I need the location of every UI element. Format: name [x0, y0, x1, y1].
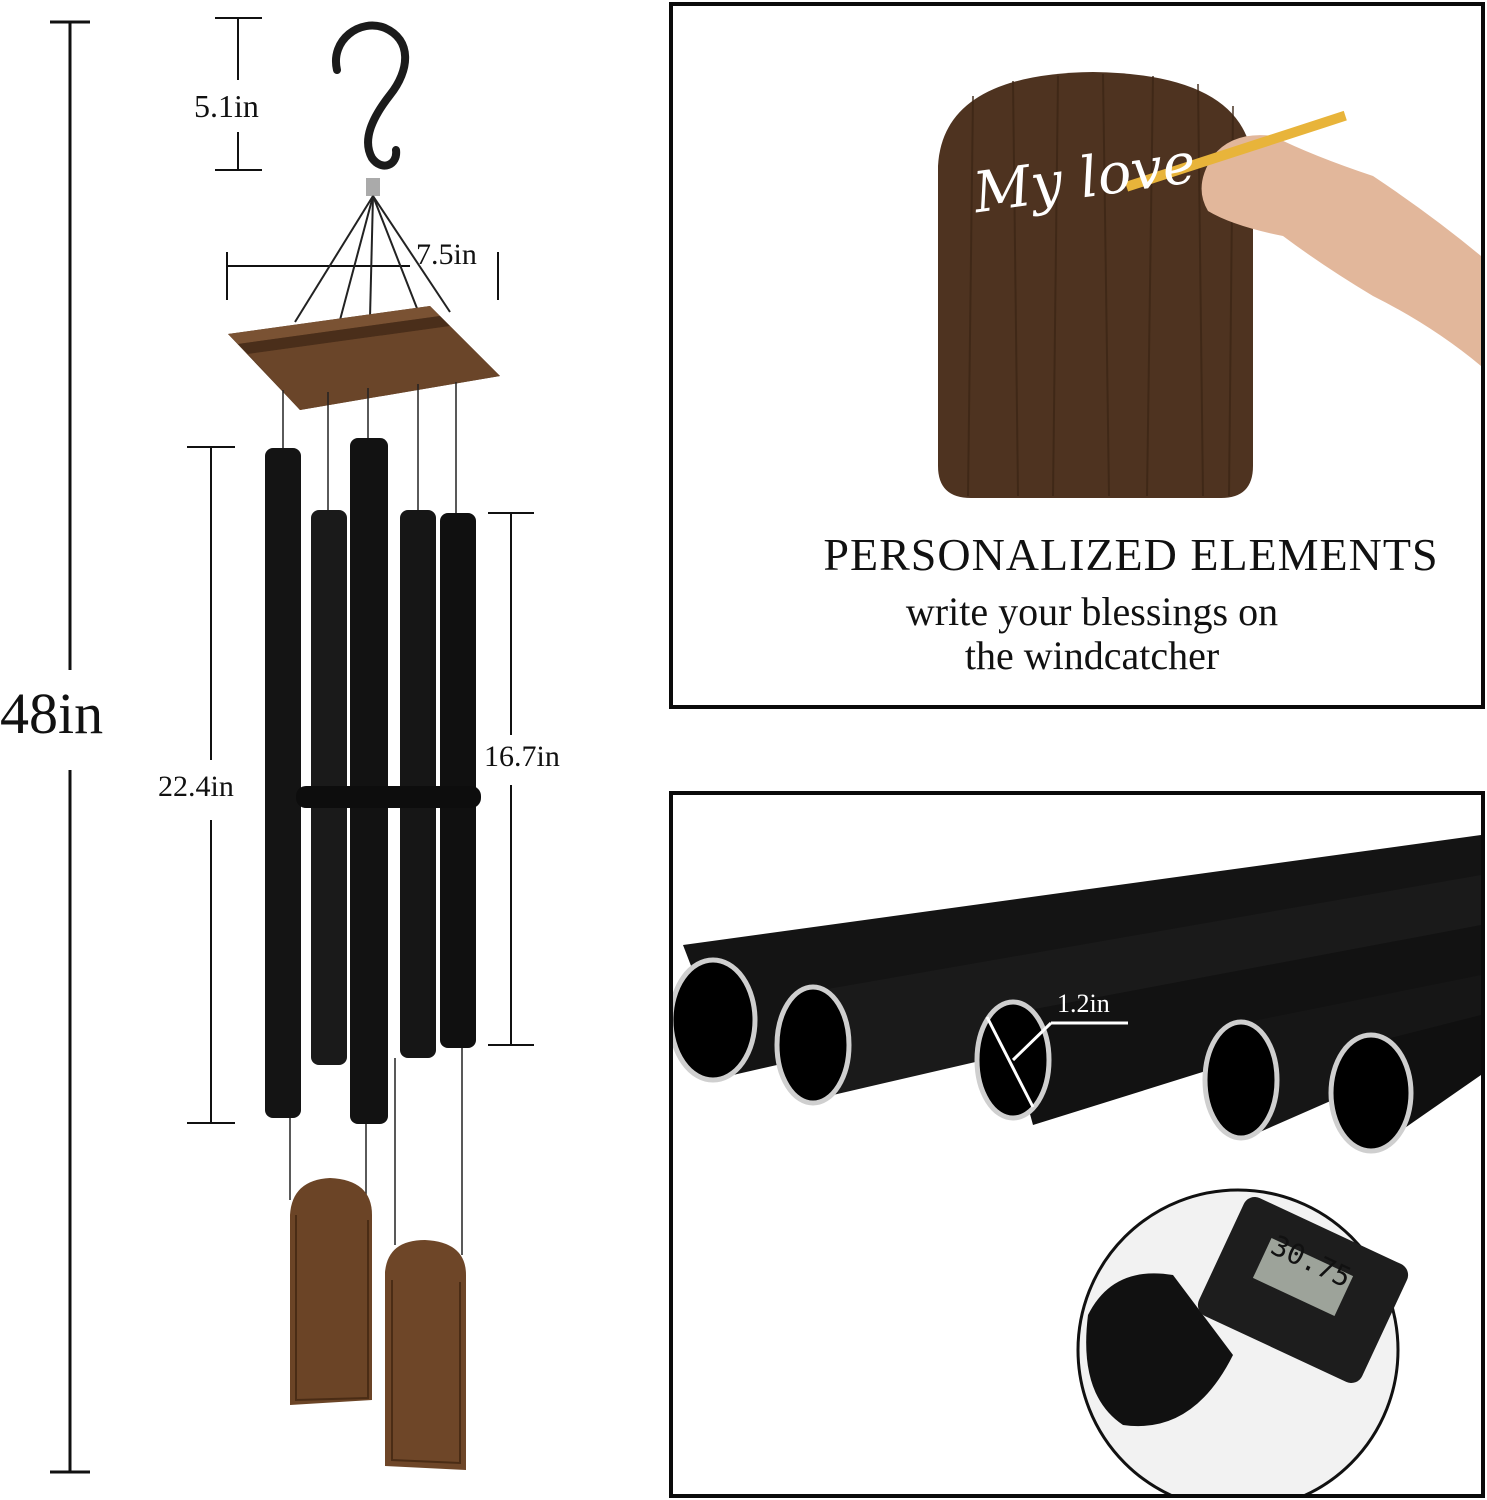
hanging-strings — [294, 195, 451, 323]
wind-sail-2 — [385, 1240, 466, 1470]
short-tube-dimension — [488, 512, 534, 1046]
hook-height-label: 5.1in — [194, 88, 259, 124]
tube-5 — [440, 513, 476, 1048]
tube-4 — [400, 510, 436, 1058]
tube-opening-5 — [1328, 1032, 1414, 1154]
wind-chime-illustration — [50, 17, 534, 1474]
wood-sail-photo — [938, 72, 1481, 498]
tube-opening-1 — [673, 957, 758, 1083]
wooden-top — [228, 306, 500, 410]
diameter-label: 1.2in — [1057, 989, 1110, 1018]
long-tube-dimension — [187, 446, 235, 1124]
panel-title: PERSONALIZED ELEMENTS — [823, 529, 1439, 580]
tube-closeup-photo — [673, 835, 1481, 1494]
hand-icon — [1201, 135, 1481, 366]
panel-subtitle-line2: the windcatcher — [964, 633, 1220, 678]
sail-strings — [289, 1048, 463, 1255]
striker-ring — [296, 786, 481, 808]
chime-tubes — [265, 438, 481, 1124]
tube-opening-2 — [774, 984, 852, 1106]
panel-subtitle-line1: write your blessings on — [905, 589, 1279, 634]
short-tube-label: 16.7in — [484, 740, 560, 773]
diameter-marker — [985, 1016, 1128, 1108]
caliper-display — [1252, 1238, 1354, 1316]
hook-ring — [366, 178, 380, 196]
s-hook — [331, 21, 410, 170]
personalized-panel: My love PERSONALIZED ELEMENTS write your… — [669, 2, 1485, 709]
long-tube-label: 22.4in — [158, 770, 234, 803]
wind-sail-1 — [290, 1178, 372, 1405]
top-width-label: 7.5in — [416, 238, 477, 271]
wind-sails — [290, 1178, 466, 1470]
tube-strings — [282, 382, 457, 513]
hook-height-dimension — [215, 17, 262, 171]
total-height-label: 48in — [0, 681, 104, 746]
top-width-dimension — [226, 252, 499, 300]
tube-opening-4 — [1202, 1019, 1280, 1141]
tube-1 — [265, 448, 301, 1118]
tube-detail-panel: 1.2in 30.75 — [669, 791, 1485, 1498]
pencil-icon — [1124, 110, 1347, 192]
total-height-dimension — [50, 20, 90, 1474]
tube-3 — [350, 438, 388, 1124]
